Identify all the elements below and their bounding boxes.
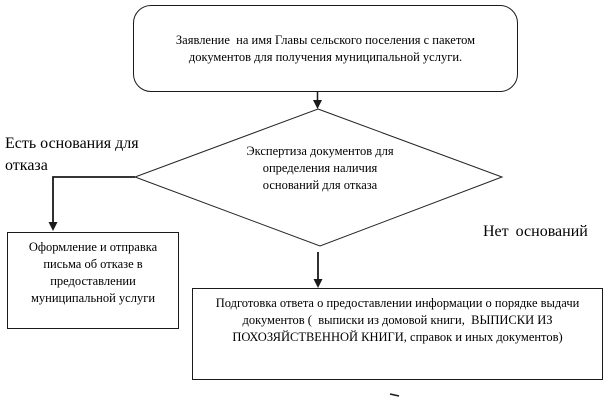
- rejection-node-label: Оформление и отправка письма об отказе в…: [28, 240, 158, 305]
- arrow-start-to-decision: [313, 92, 322, 109]
- rejection-node: Оформление и отправка письма об отказе в…: [7, 232, 179, 329]
- branch-label-no-grounds: Нет оснований: [483, 223, 588, 240]
- decision-node-label: Экспертиза документов для определения на…: [246, 144, 394, 192]
- result-node-label: Подготовка ответа о предоставлении инфор…: [215, 296, 580, 344]
- result-node: Подготовка ответа о предоставлении инфор…: [192, 288, 603, 380]
- start-node-label: Заявление на имя Главы сельского поселен…: [175, 32, 476, 64]
- arrow-decision-to-result: [313, 252, 323, 288]
- start-node: Заявление на имя Главы сельского поселен…: [133, 5, 518, 92]
- bottom-edge-tick: [389, 393, 400, 397]
- branch-label-has-grounds: Есть основания для отказа: [5, 135, 139, 174]
- arrow-decision-to-rejection: [48, 176, 135, 231]
